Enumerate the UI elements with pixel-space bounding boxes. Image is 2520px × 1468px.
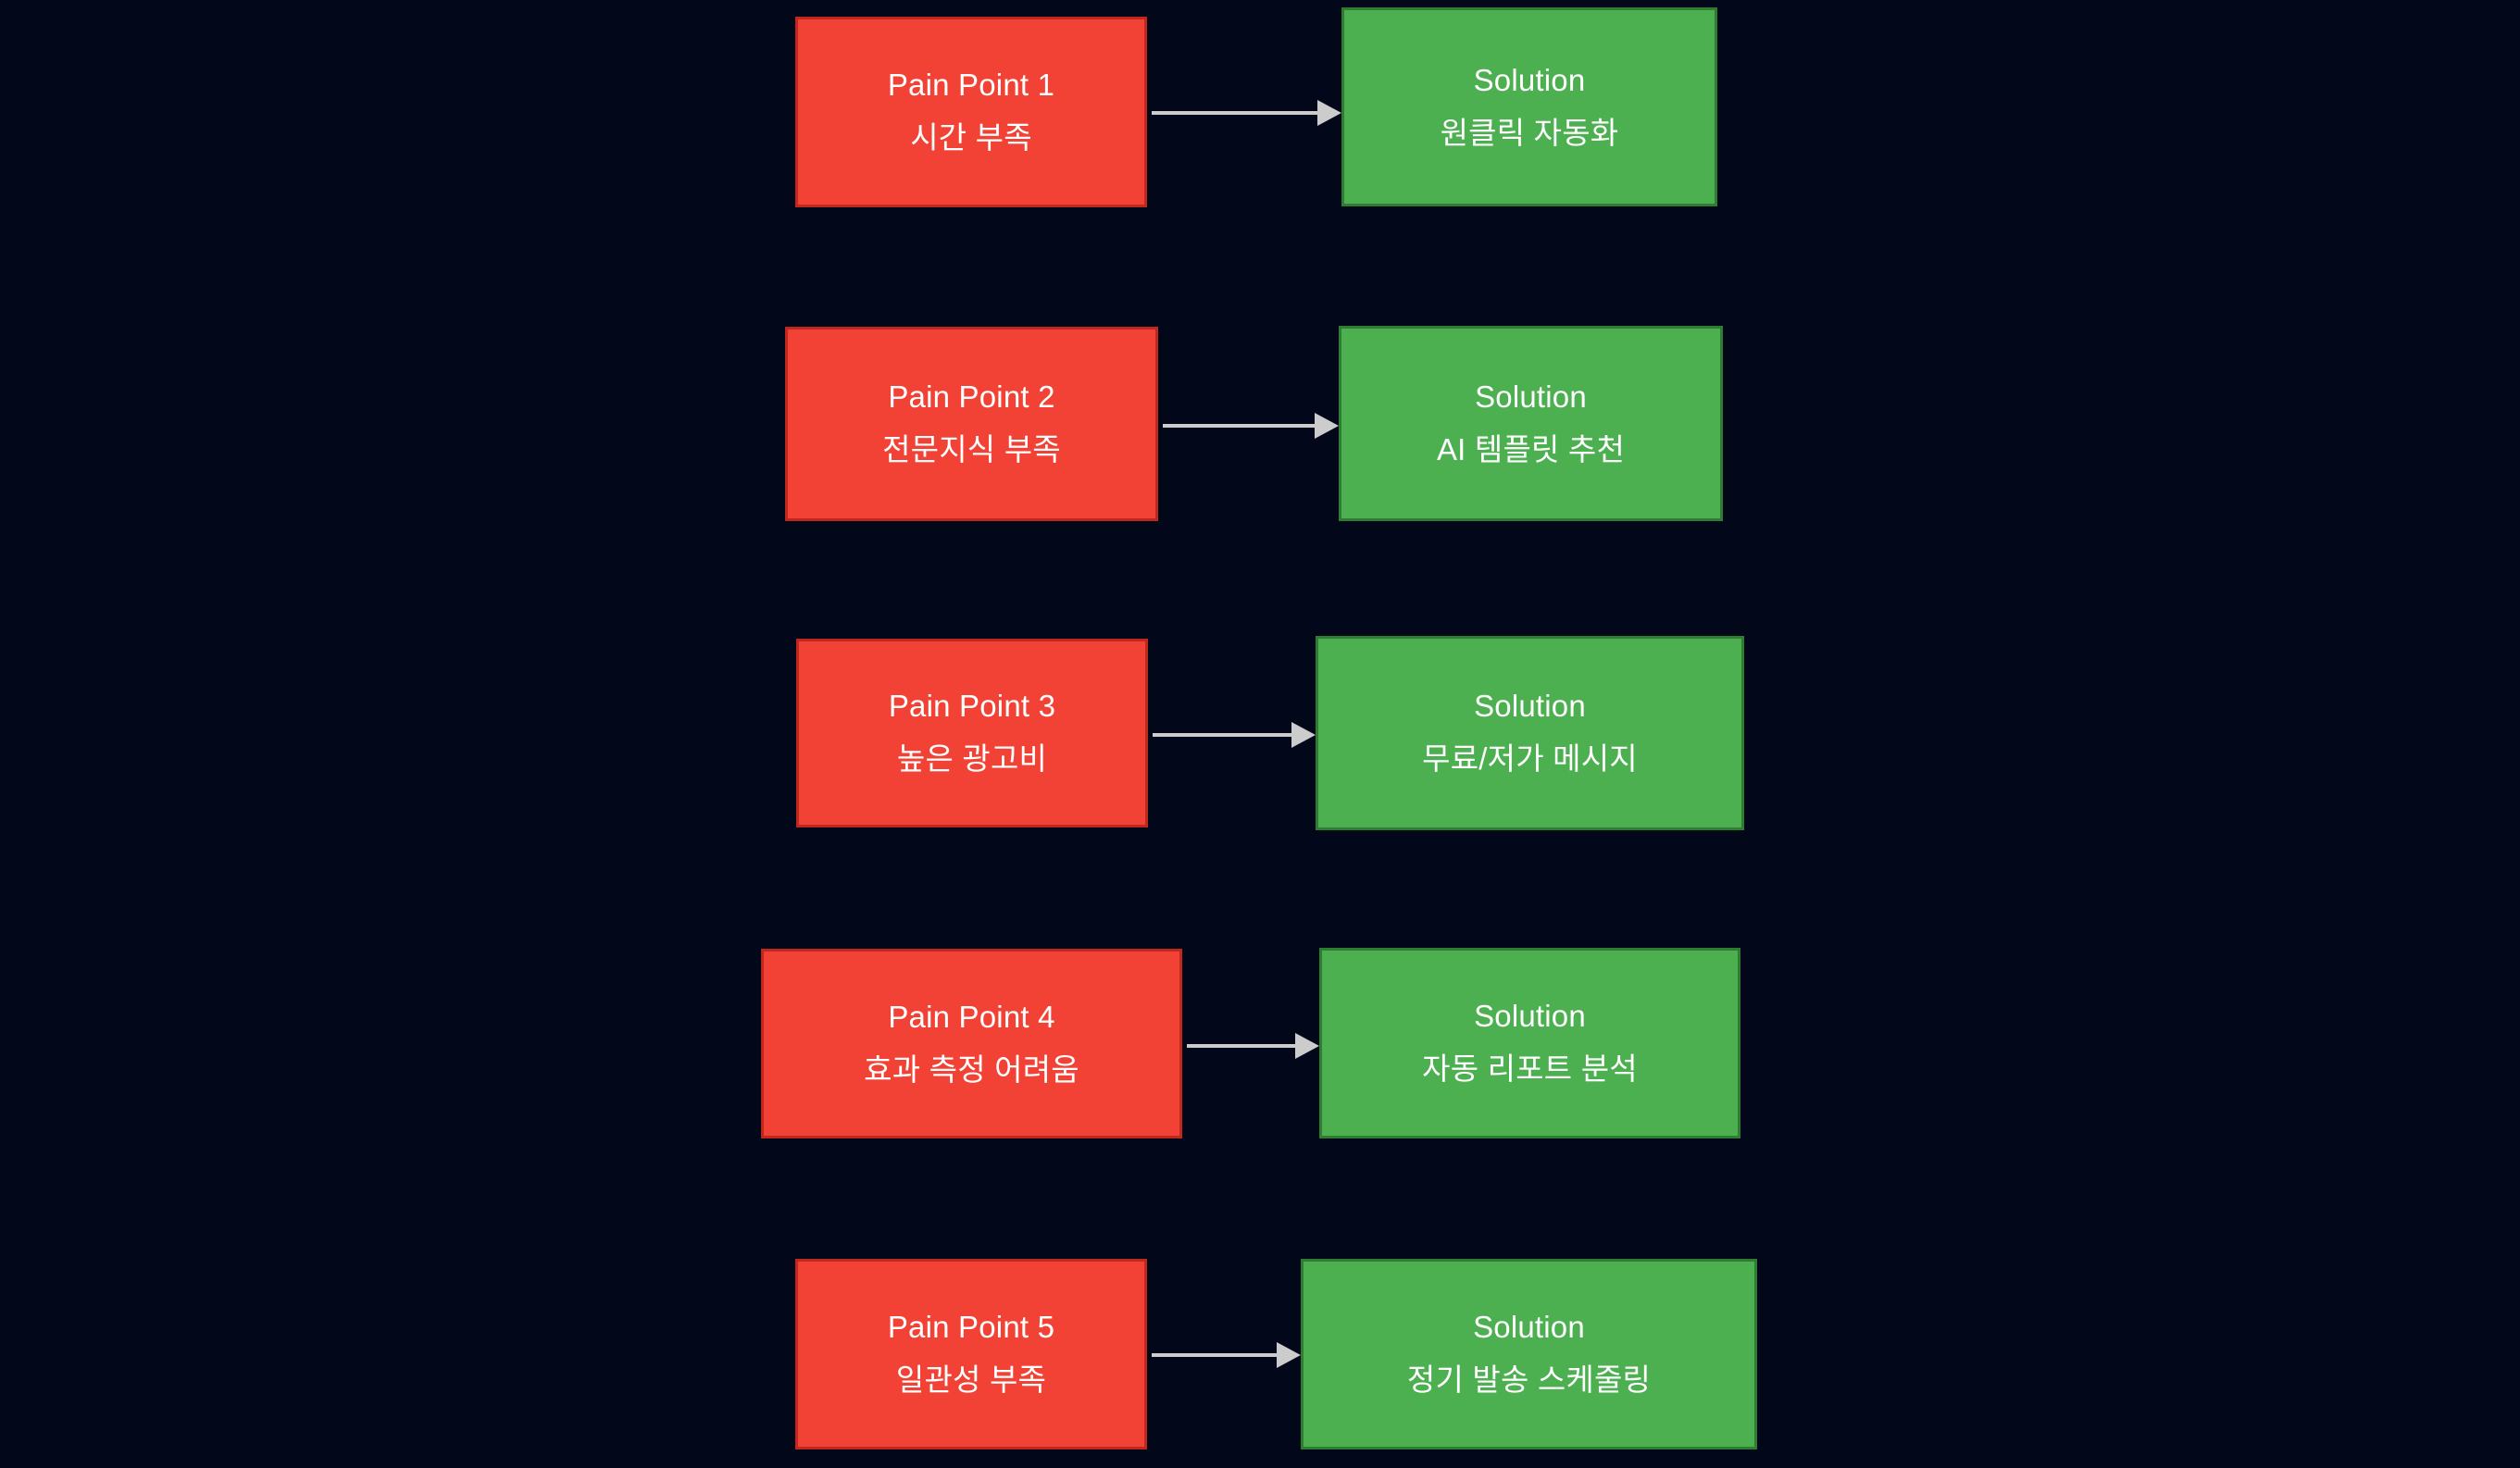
pain-point-detail-3: 높은 광고비 [896,741,1048,776]
solution-detail-1: 원클릭 자동화 [1440,115,1619,150]
solution-detail-3: 무료/저가 메시지 [1422,741,1638,776]
pain-point-node-3[interactable]: Pain Point 3 높은 광고비 [796,639,1148,827]
solution-node-3[interactable]: Solution 무료/저가 메시지 [1316,636,1744,830]
solution-node-5[interactable]: Solution 정기 발송 스케줄링 [1301,1259,1757,1449]
solution-title-2: Solution [1475,379,1587,414]
pain-point-node-1[interactable]: Pain Point 1 시간 부족 [795,17,1147,207]
arrow-head-3 [1291,722,1316,748]
arrow-shaft-3 [1153,733,1291,737]
arrow-head-2 [1315,413,1339,439]
arrow-shaft-4 [1187,1044,1295,1048]
arrow-shaft-1 [1152,111,1317,115]
solution-node-4[interactable]: Solution 자동 리포트 분석 [1319,948,1740,1138]
pain-point-node-2[interactable]: Pain Point 2 전문지식 부족 [785,327,1158,521]
solution-detail-5: 정기 발송 스케줄링 [1406,1362,1652,1397]
arrow-head-5 [1277,1342,1301,1368]
pain-point-node-4[interactable]: Pain Point 4 효과 측정 어려움 [761,949,1182,1138]
pain-point-node-5[interactable]: Pain Point 5 일관성 부족 [795,1259,1147,1449]
solution-detail-4: 자동 리포트 분석 [1422,1051,1638,1086]
pain-point-title-1: Pain Point 1 [887,68,1055,103]
pain-point-detail-1: 시간 부족 [910,120,1032,155]
pain-point-detail-5: 일관성 부족 [895,1362,1047,1397]
pain-point-title-2: Pain Point 2 [888,379,1055,415]
solution-title-4: Solution [1474,999,1586,1034]
solution-node-1[interactable]: Solution 원클릭 자동화 [1341,7,1717,206]
pain-point-title-5: Pain Point 5 [887,1310,1055,1345]
solution-title-1: Solution [1473,62,1586,97]
arrow-shaft-5 [1152,1353,1277,1357]
pain-point-title-4: Pain Point 4 [888,999,1055,1034]
pain-point-detail-4: 효과 측정 어려움 [864,1051,1079,1087]
pain-point-detail-2: 전문지식 부족 [882,432,1061,467]
pain-point-title-3: Pain Point 3 [888,689,1056,724]
arrow-shaft-2 [1163,424,1315,428]
solution-node-2[interactable]: Solution AI 템플릿 추천 [1339,326,1723,521]
solution-detail-2: AI 템플릿 추천 [1436,431,1626,467]
arrow-head-1 [1317,100,1341,126]
solution-title-5: Solution [1473,1310,1585,1345]
solution-title-3: Solution [1474,689,1586,724]
arrow-head-4 [1295,1033,1319,1059]
